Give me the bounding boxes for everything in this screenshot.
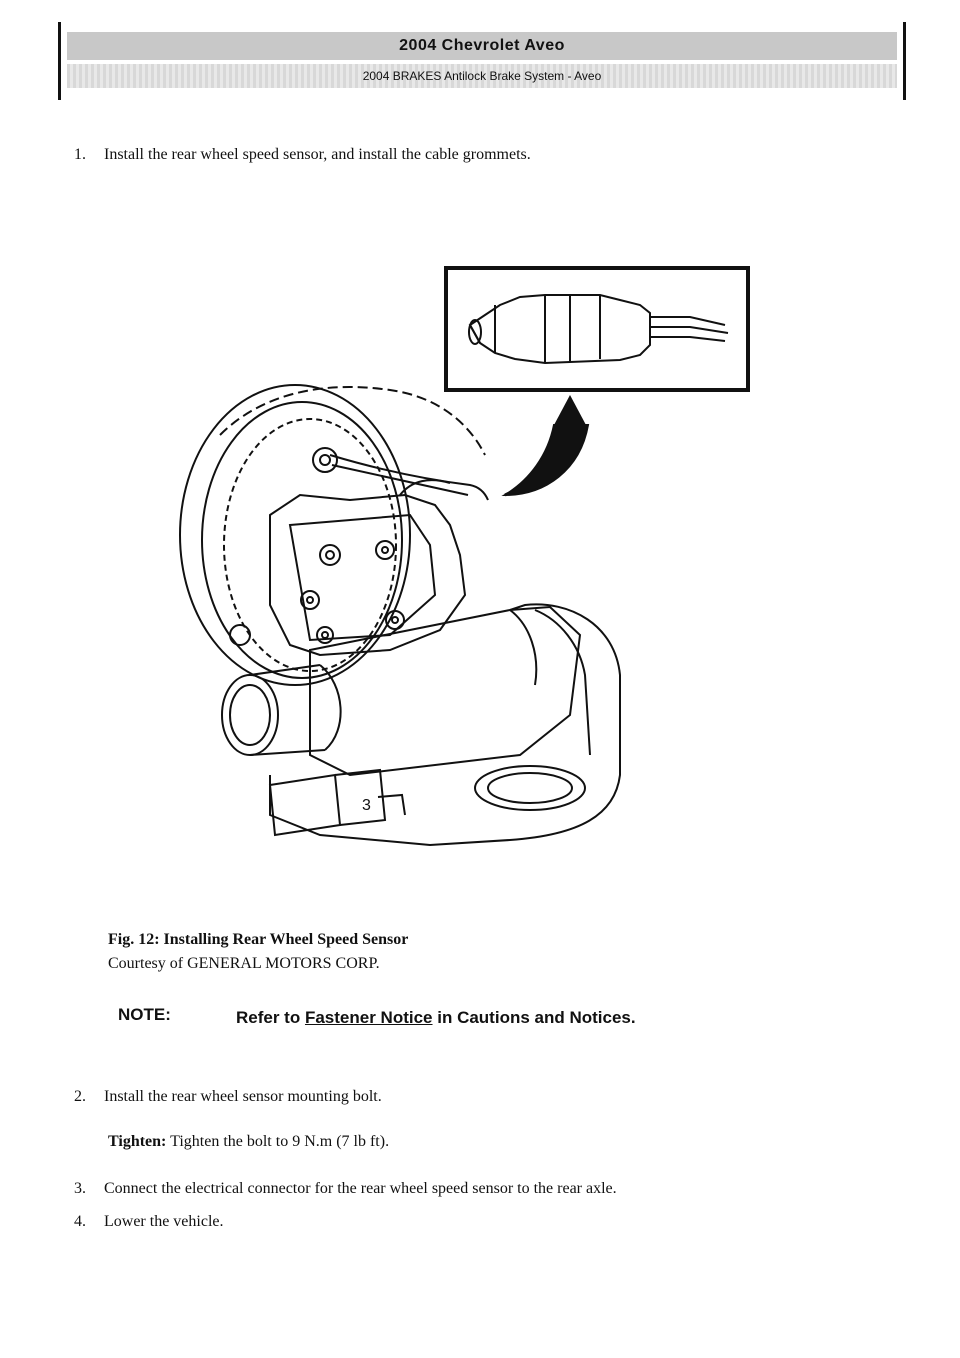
step-number: 3. <box>74 1180 86 1197</box>
step-text: Install the rear wheel sensor mounting b… <box>104 1088 382 1105</box>
header-subtitle: 2004 BRAKES Antilock Brake System - Aveo <box>67 64 897 88</box>
step-number: 2. <box>74 1088 86 1105</box>
step-4: 4. Lower the vehicle. <box>74 1213 224 1231</box>
step-text: Connect the electrical connector for the… <box>104 1180 617 1197</box>
step-number: 1. <box>74 146 86 163</box>
rear-wheel-speed-sensor-illustration: 3 <box>179 266 750 847</box>
page-header: 2004 Chevrolet Aveo 2004 BRAKES Antilock… <box>58 22 906 100</box>
step-3: 3. Connect the electrical connector for … <box>74 1180 617 1198</box>
figure-callout-label: 3 <box>362 797 371 814</box>
step-1: 1. Install the rear wheel speed sensor, … <box>74 146 531 164</box>
figure-caption: Fig. 12: Installing Rear Wheel Speed Sen… <box>108 928 408 976</box>
caption-courtesy: Courtesy of GENERAL MOTORS CORP. <box>108 955 380 972</box>
tighten-label: Tighten: <box>108 1133 167 1150</box>
step-text: Install the rear wheel speed sensor, and… <box>104 146 531 163</box>
caption-title: Fig. 12: Installing Rear Wheel Speed Sen… <box>108 931 409 948</box>
header-title: 2004 Chevrolet Aveo <box>67 32 897 60</box>
fastener-notice-link[interactable]: Fastener Notice <box>304 1008 433 1027</box>
fastener-note: NOTE: Refer to Fastener Notice in Cautio… <box>118 1005 718 1031</box>
note-label: NOTE: <box>118 1005 171 1024</box>
tighten-text: Tighten the bolt to 9 N.m (7 lb ft). <box>170 1133 390 1150</box>
note-text: Refer to Fastener Notice in Cautions and… <box>236 1008 636 1027</box>
step-number: 4. <box>74 1213 86 1230</box>
step-text: Lower the vehicle. <box>104 1213 224 1230</box>
tighten-spec: Tighten: Tighten the bolt to 9 N.m (7 lb… <box>108 1133 389 1151</box>
step-2: 2. Install the rear wheel sensor mountin… <box>74 1088 382 1106</box>
